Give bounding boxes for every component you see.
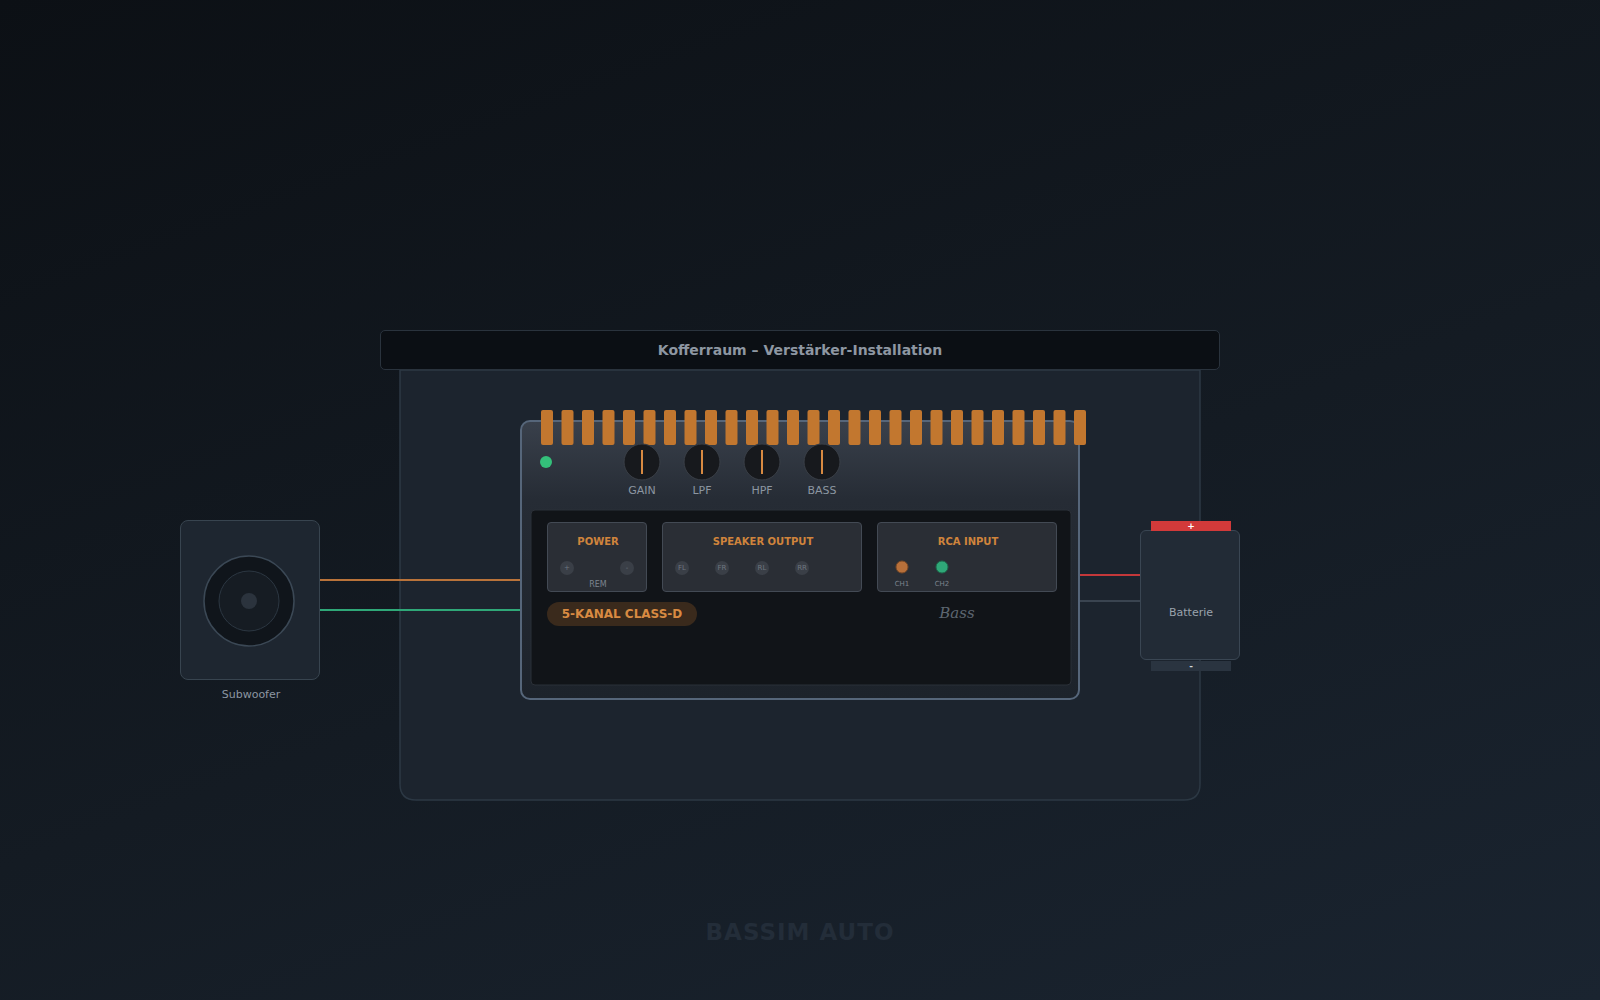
rca-jack: [896, 561, 908, 573]
subwoofer-cone: [181, 521, 321, 681]
cooling-fin: [767, 410, 779, 445]
node-text: Batterie: [1169, 606, 1213, 619]
amplifier-face: [531, 510, 1071, 685]
amplifier-housing: Bass POWER + - REM SPEAKER OUTPUT FL FR RL RR RCA …: [520, 420, 1080, 700]
subwoofer-box: Subwoofer: [180, 520, 320, 680]
cooling-fin: [1054, 410, 1066, 445]
speaker-pin: FR: [715, 561, 729, 575]
cooling-fin: [992, 410, 1004, 445]
cooling-fin: [787, 410, 799, 445]
speaker-pin: RL: [755, 561, 769, 575]
cooling-fin: [746, 410, 758, 445]
cooling-fin: [726, 410, 738, 445]
cooling-fin: [685, 410, 697, 445]
cooling-fin: [828, 410, 840, 445]
knob-pointer: [761, 450, 763, 474]
power-terminal-panel: POWER + - REM: [547, 522, 647, 592]
knob-label: GAIN: [628, 484, 656, 497]
cable: [320, 609, 520, 611]
battery-terminal: -: [1151, 661, 1231, 671]
control-knob: [684, 444, 720, 480]
node-text: RCA INPUT: [938, 536, 999, 547]
cooling-fin: [541, 410, 553, 445]
control-knob: [804, 444, 840, 480]
terminal-pin: +: [560, 561, 574, 575]
terminal-pin: -: [620, 561, 634, 575]
cooling-fin: [582, 410, 594, 445]
cooling-fin: [869, 410, 881, 445]
cone-inner: [219, 571, 279, 631]
cooling-fin: [623, 410, 635, 445]
cable: [1080, 574, 1140, 576]
cable: [1080, 600, 1140, 602]
cooling-fin: [603, 410, 615, 445]
node-text: Subwoofer: [222, 688, 281, 701]
rca-input-panel: RCA INPUT CH1 CH2: [877, 522, 1057, 592]
trunk-panel: [400, 370, 1200, 800]
control-knob: [624, 444, 660, 480]
cooling-fin: [951, 410, 963, 445]
cooling-fin: [1013, 410, 1025, 445]
node-text: SPEAKER OUTPUT: [713, 536, 814, 547]
cooling-fin: [849, 410, 861, 445]
cable: [320, 579, 520, 581]
knob-pointer: [821, 450, 823, 474]
cooling-fin: [1033, 410, 1045, 445]
cooling-fin: [890, 410, 902, 445]
cooling-fin: [562, 410, 574, 445]
speaker-pin: FL: [675, 561, 689, 575]
cooling-fin: [931, 410, 943, 445]
speaker-output-panel: SPEAKER OUTPUT FL FR RL RR: [662, 522, 862, 592]
channel-name: CH2: [935, 580, 950, 588]
watermark: BASSIM AUTO: [706, 919, 895, 945]
cone-outer: [204, 556, 294, 646]
diagram-title: Kofferraum – Verstärker-Installation: [658, 342, 942, 358]
power-led: [540, 456, 552, 468]
knob-label: BASS: [807, 484, 836, 497]
dust-cap: [241, 593, 257, 609]
amplifier-badge: 5-KANAL CLASS-D: [547, 602, 697, 626]
node-text: Bass: [939, 604, 974, 622]
control-knob: [744, 444, 780, 480]
node-text: 5-KANAL CLASS-D: [562, 607, 683, 621]
channel-name: CH1: [895, 580, 910, 588]
battery-box: Batterie+-: [1140, 530, 1240, 660]
battery-terminal: +: [1151, 521, 1231, 531]
knob-label: LPF: [692, 484, 711, 497]
pin-name: REM: [589, 580, 607, 589]
cooling-fin: [644, 410, 656, 445]
knob-pointer: [701, 450, 703, 474]
cooling-fin: [910, 410, 922, 445]
cooling-fin: [705, 410, 717, 445]
rca-jack: [936, 561, 948, 573]
title-bar: Kofferraum – Verstärker-Installation: [380, 330, 1220, 370]
knob-label: HPF: [751, 484, 772, 497]
cooling-fin: [664, 410, 676, 445]
node-text: POWER: [577, 536, 618, 547]
cooling-fin: [808, 410, 820, 445]
cooling-fin: [972, 410, 984, 445]
cooling-fin: [1074, 410, 1086, 445]
knob-pointer: [641, 450, 643, 474]
speaker-pin: RR: [795, 561, 809, 575]
